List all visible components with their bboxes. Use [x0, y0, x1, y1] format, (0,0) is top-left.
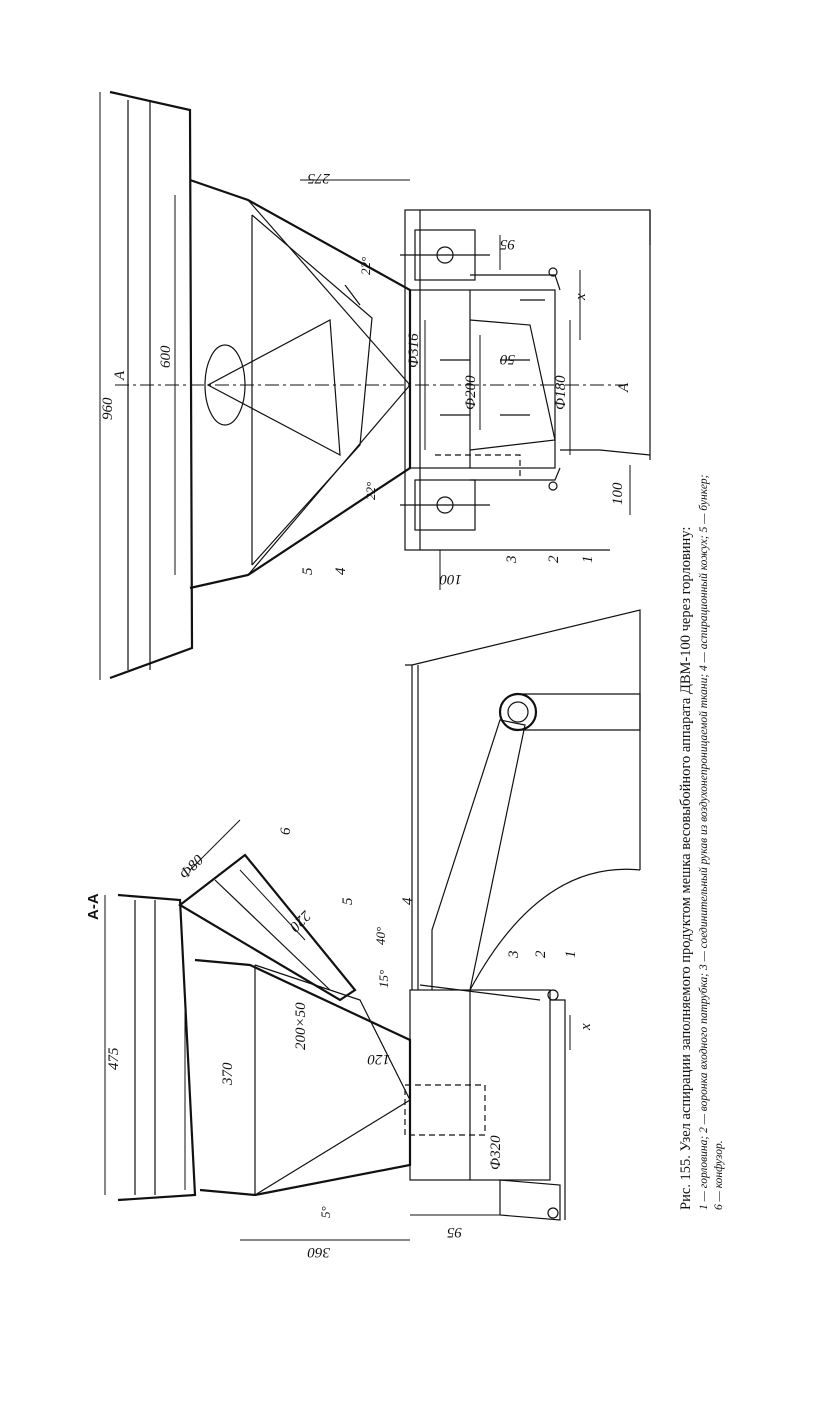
section-mark-a-bottom: А — [616, 382, 632, 393]
callout-5-bottom: 5 — [340, 897, 356, 905]
dim-275: 275 — [307, 170, 330, 186]
dim-370: 370 — [220, 1062, 236, 1086]
bottom-view — [104, 609, 641, 1241]
callout-3: 3 — [504, 556, 520, 565]
dim-50: 50 — [500, 351, 516, 367]
angle-22-upper: 22° — [358, 257, 373, 275]
callout-1: 1 — [580, 556, 596, 564]
section-label-a-a: А-А — [85, 893, 102, 920]
dim-360: 360 — [307, 1244, 331, 1260]
callout-2-bottom: 2 — [533, 950, 549, 958]
dim-120: 120 — [367, 1051, 390, 1067]
angle-40: 40° — [373, 927, 388, 945]
callout-3-bottom: 3 — [506, 951, 522, 960]
caption-title: Рис. 155. Узел аспирации заполняемого пр… — [678, 527, 694, 1210]
callout-4-bottom: 4 — [400, 897, 416, 905]
dim-100-left: 100 — [439, 571, 462, 587]
dim-x: x — [573, 293, 589, 301]
callout-6-bottom: 6 — [278, 827, 294, 835]
dim-200: Ф200 — [463, 375, 479, 410]
dim-200x50: 200×50 — [293, 1002, 309, 1050]
dim-320: Ф320 — [488, 1135, 504, 1170]
section-mark-a-top: А — [112, 370, 128, 381]
dim-95-bottom: 95 — [447, 1224, 463, 1240]
dim-600: 600 — [158, 345, 174, 368]
dim-960: 960 — [100, 397, 116, 420]
caption-legend-2: 6 — конфузор. — [713, 1140, 725, 1210]
dim-180: Ф180 — [553, 375, 569, 410]
top-view — [99, 90, 651, 680]
caption-legend-1: 1 — горловина; 2 — воронка входного патр… — [697, 474, 710, 1210]
dim-316: Ф316 — [406, 333, 422, 368]
dim-x-bottom: x — [578, 1023, 594, 1031]
dim-95: 95 — [500, 236, 516, 252]
angle-5: 5° — [318, 1206, 333, 1218]
dim-475: 475 — [106, 1047, 122, 1070]
callout-2: 2 — [546, 555, 562, 563]
top-view-labels: 960 600 275 Ф316 Ф200 Ф180 95 50 100 100… — [100, 170, 632, 587]
callout-5: 5 — [300, 567, 316, 575]
callout-4: 4 — [333, 567, 349, 575]
callout-1-bottom: 1 — [563, 951, 579, 959]
bottom-view-labels: А-А 475 370 360 95 Ф320 120 220 Ф80 200×… — [85, 827, 594, 1260]
angle-22-lower: 22° — [363, 482, 378, 500]
caption: Рис. 155. Узел аспирации заполняемого пр… — [678, 474, 725, 1210]
dim-100-right: 100 — [610, 482, 626, 505]
angle-15: 15° — [376, 970, 391, 988]
